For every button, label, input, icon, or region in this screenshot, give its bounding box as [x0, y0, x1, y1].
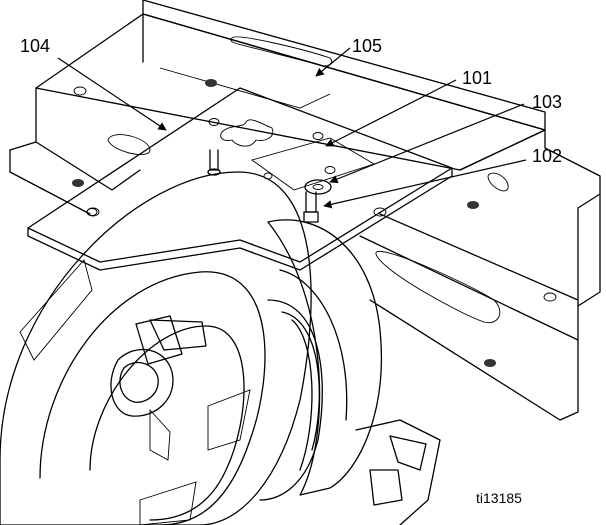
figure-id: ti13185 — [476, 490, 522, 506]
callout-102: 102 — [532, 146, 562, 166]
leader-105 — [315, 47, 351, 77]
leader-101 — [325, 79, 457, 147]
leader-102 — [323, 159, 527, 209]
callout-103: 103 — [532, 92, 562, 112]
mounting-bracket — [9, 0, 601, 421]
mounting-bolts — [207, 149, 332, 223]
hose-reel — [0, 171, 441, 525]
leader-lines — [57, 47, 527, 209]
callout-labels: 104 105 101 103 102 ti13185 — [20, 36, 562, 506]
leader-103 — [329, 103, 525, 184]
callout-101: 101 — [462, 68, 492, 88]
leader-104 — [57, 57, 167, 131]
mounting-plate — [27, 87, 453, 271]
callout-104: 104 — [20, 36, 50, 56]
callout-105: 105 — [352, 36, 382, 56]
